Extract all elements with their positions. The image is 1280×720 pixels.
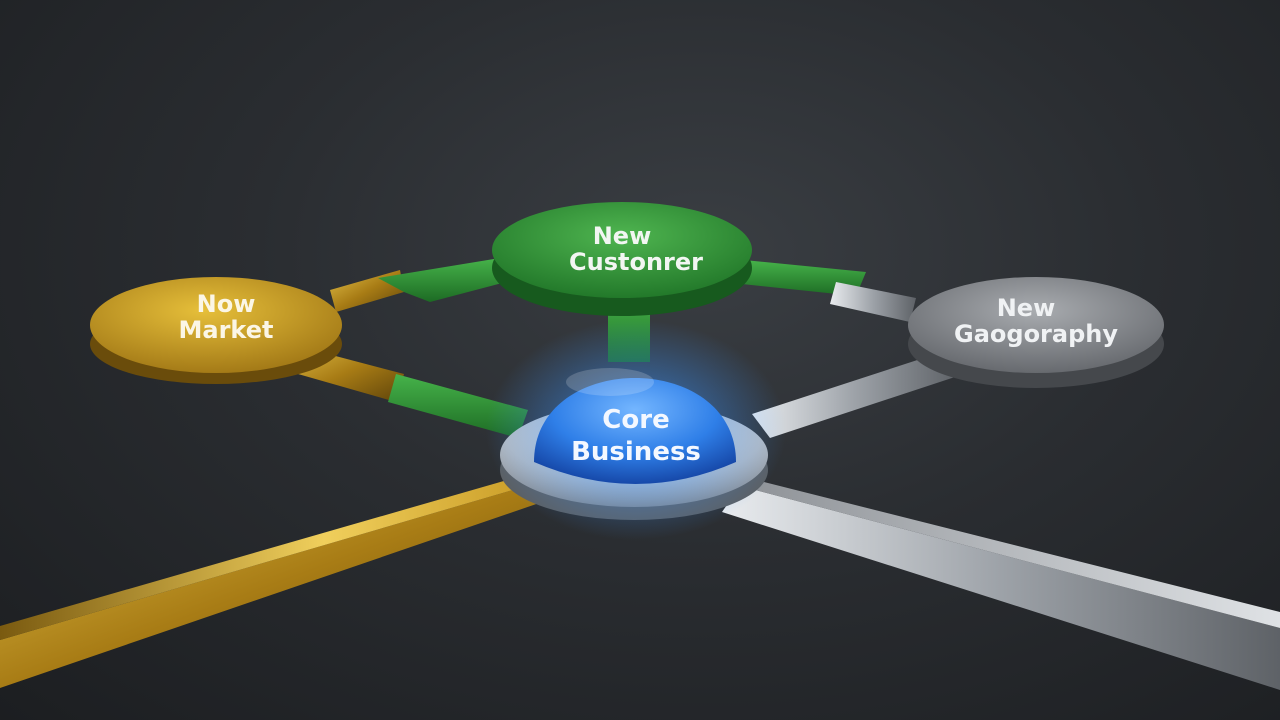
node-new-geography: New Gaogoraphy (908, 277, 1164, 388)
connector-customer-geography (742, 260, 916, 322)
node-new-market: Now Market (90, 277, 342, 384)
connector-market-customer (330, 258, 506, 312)
connector-geography-core (752, 352, 958, 438)
node-core-business: Core Business (486, 320, 786, 540)
gold-foreground-bar (0, 474, 548, 688)
node-new-geography-line2: Gaogoraphy (954, 320, 1118, 348)
silver-foreground-bar (722, 478, 1280, 690)
node-new-market-line2: Market (179, 316, 274, 344)
node-core-business-line1: Core (602, 405, 669, 435)
node-core-business-line2: Business (571, 437, 701, 467)
node-new-customer-line1: New (593, 222, 652, 250)
node-new-market-line1: Now (197, 290, 256, 318)
node-new-geography-line1: New (997, 294, 1056, 322)
node-new-customer: New Custonrer (492, 202, 752, 316)
node-new-customer-line2: Custonrer (569, 248, 703, 276)
